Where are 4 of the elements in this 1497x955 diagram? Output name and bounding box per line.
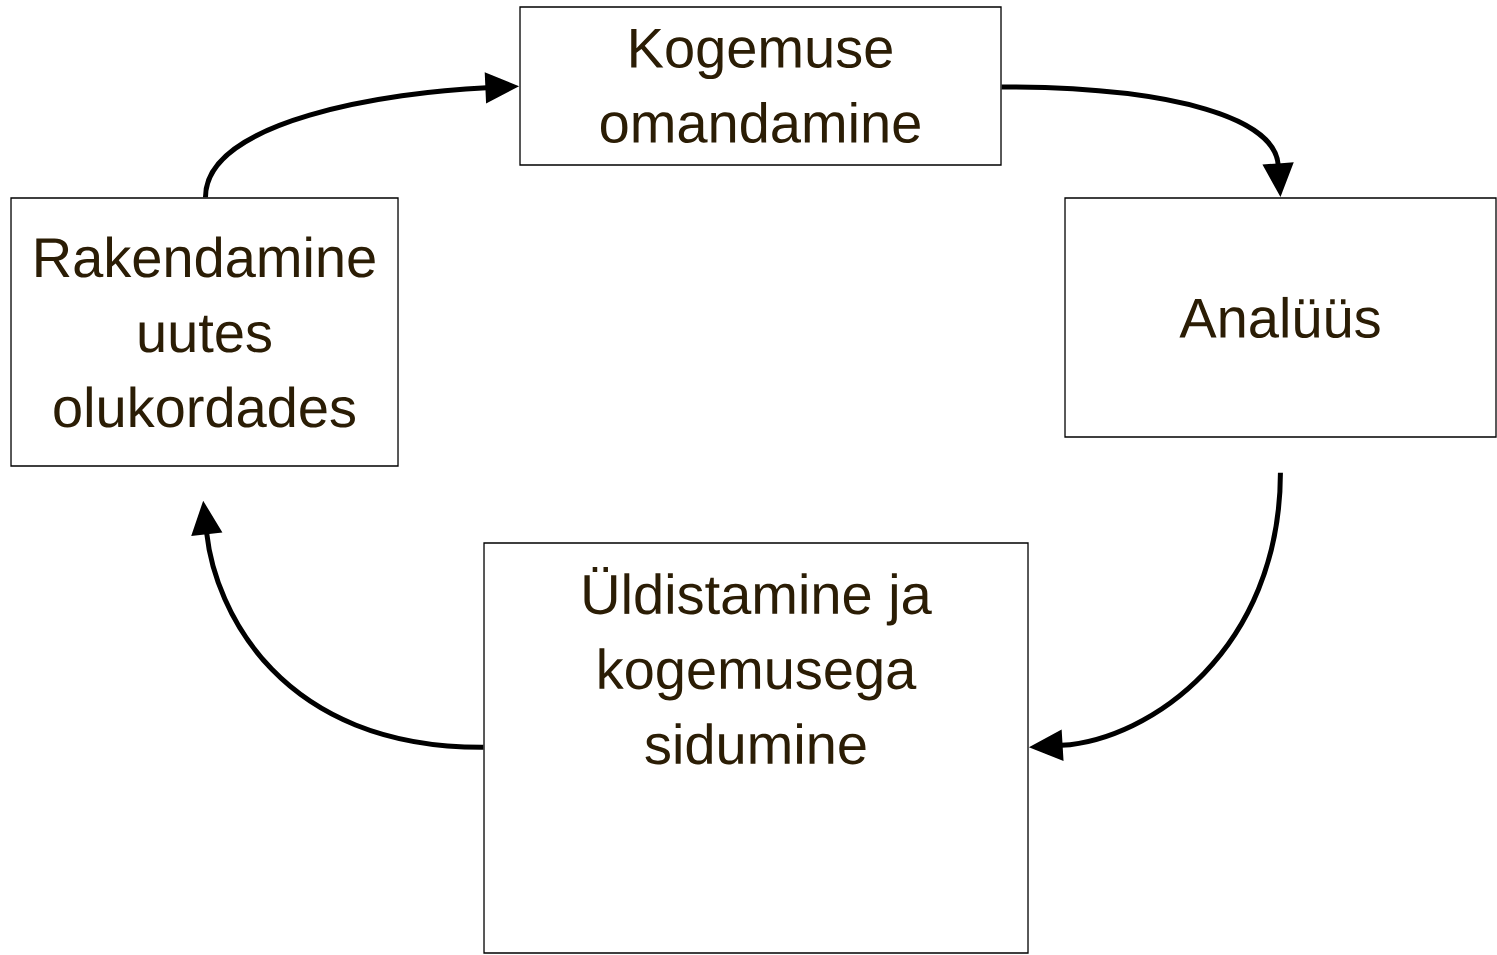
- process-box: Kogemuse omandamine: [519, 6, 1002, 166]
- process-box: Üldistamine ja kogemusega sidumine: [483, 542, 1029, 954]
- process-box: Rakendamine uutes olukordades: [10, 197, 399, 467]
- process-box: Analüüs: [1064, 197, 1497, 438]
